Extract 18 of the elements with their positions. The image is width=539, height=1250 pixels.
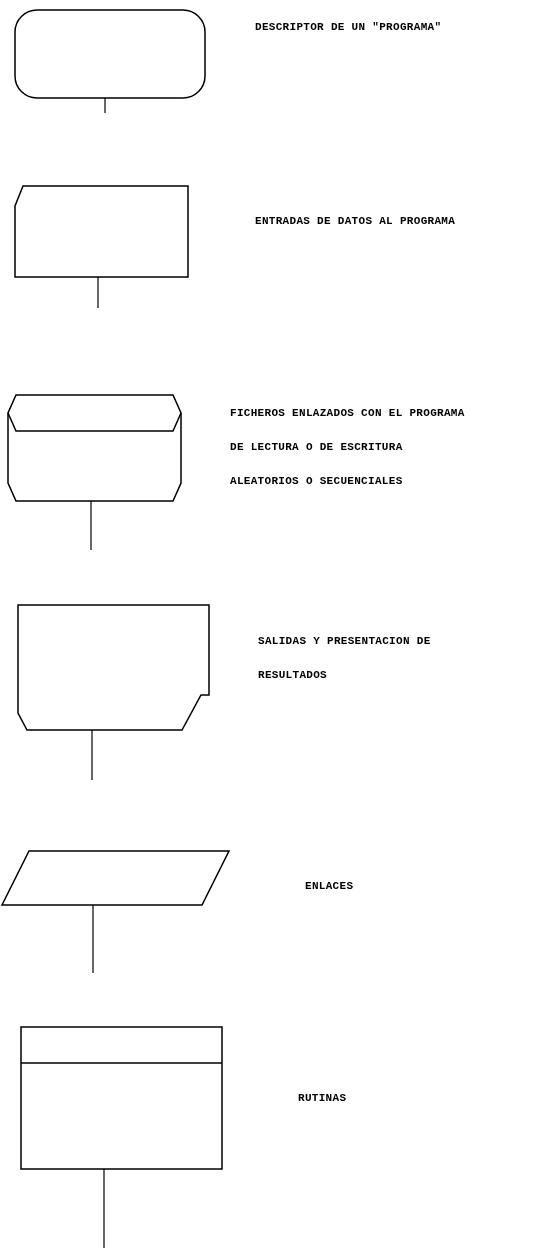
- flowchart-terminal-symbol: [15, 10, 205, 98]
- symbol-description: DESCRIPTOR DE UN "PROGRAMA": [255, 20, 443, 35]
- symbol-description: RUTINAS: [298, 1091, 348, 1106]
- flowchart-subroutine-symbol: [21, 1027, 222, 1169]
- connector-line: [103, 1168, 105, 1249]
- flowchart-parallelogram-symbol: [2, 851, 229, 905]
- symbol-description: FICHEROS ENLAZADOS CON EL PROGRAMA DE LECTURA O DE ESCRITURA ALEATORIOS O SECUENCIALES: [230, 406, 466, 489]
- connector-line: [91, 729, 93, 781]
- connector-line: [104, 97, 106, 114]
- connector-line: [90, 500, 92, 551]
- flowchart-card-symbol: [15, 186, 188, 277]
- symbol-description: ENTRADAS DE DATOS AL PROGRAMA: [255, 214, 457, 229]
- connector-line: [92, 904, 94, 974]
- flowchart-display-symbol: [18, 605, 209, 730]
- symbol-description: ENLACES: [305, 879, 355, 894]
- flowchart-file-symbol: [8, 395, 181, 501]
- connector-line: [97, 276, 99, 309]
- symbol-description: SALIDAS Y PRESENTACION DE RESULTADOS: [258, 634, 432, 683]
